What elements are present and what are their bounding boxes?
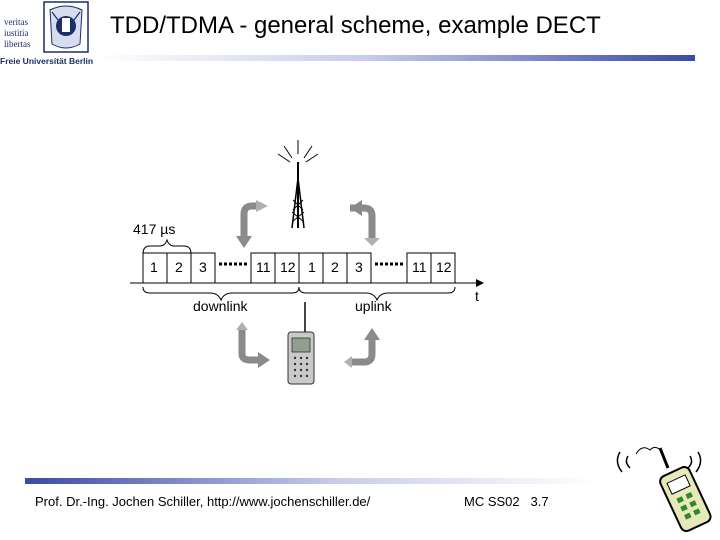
footer-course: MC SS02 3.7	[464, 494, 549, 509]
timeslot-row	[142, 252, 456, 284]
base-station-icon	[277, 140, 319, 229]
university-logo	[0, 0, 92, 68]
downlink-label: downlink	[193, 298, 248, 314]
downlink-slot-3: 3	[199, 259, 207, 275]
uplink-slot-11: 11	[412, 259, 427, 275]
slot-duration-label: 417 µs	[133, 221, 176, 237]
downlink-slot-11: 11	[256, 259, 271, 275]
downlink-slot-1: 1	[150, 259, 158, 275]
logo-motto-line: iustitia	[4, 28, 29, 38]
course-code: MC SS02	[464, 494, 520, 509]
downlink-brace	[142, 286, 300, 302]
corner-phone-icon	[616, 446, 712, 533]
uplink-slot-1: 1	[308, 259, 316, 275]
time-axis-label: t	[475, 288, 479, 304]
logo-motto-line: libertas	[4, 39, 31, 49]
downlink-arrow-bottom-icon	[236, 322, 270, 368]
logo-seal-icon	[43, 1, 89, 53]
uplink-slot-2: 2	[331, 259, 339, 275]
downlink-slot-12: 12	[280, 259, 296, 275]
uplink-slot-12: 12	[436, 259, 452, 275]
uplink-slot-3: 3	[355, 259, 363, 275]
logo-motto: veritas iustitia libertas	[4, 17, 31, 50]
slot-duration-brace	[142, 238, 192, 255]
uplink-arrow-top-icon	[350, 200, 380, 246]
logo-motto-line: veritas	[4, 17, 28, 27]
mobile-handset-icon	[287, 302, 315, 385]
uplink-arrow-bottom-icon	[344, 328, 380, 368]
footer-divider	[25, 478, 595, 484]
downlink-arrow-top-icon	[236, 200, 268, 248]
page-number: 3.7	[530, 494, 549, 509]
downlink-slot-2: 2	[175, 259, 183, 275]
uplink-label: uplink	[355, 298, 392, 314]
uplink-brace	[298, 286, 456, 302]
footer-author: Prof. Dr.-Ing. Jochen Schiller, http://w…	[35, 494, 371, 509]
page-title: TDD/TDMA - general scheme, example DECT	[110, 12, 601, 39]
header-divider	[95, 55, 695, 61]
university-name: Freie Universität Berlin	[0, 56, 94, 66]
